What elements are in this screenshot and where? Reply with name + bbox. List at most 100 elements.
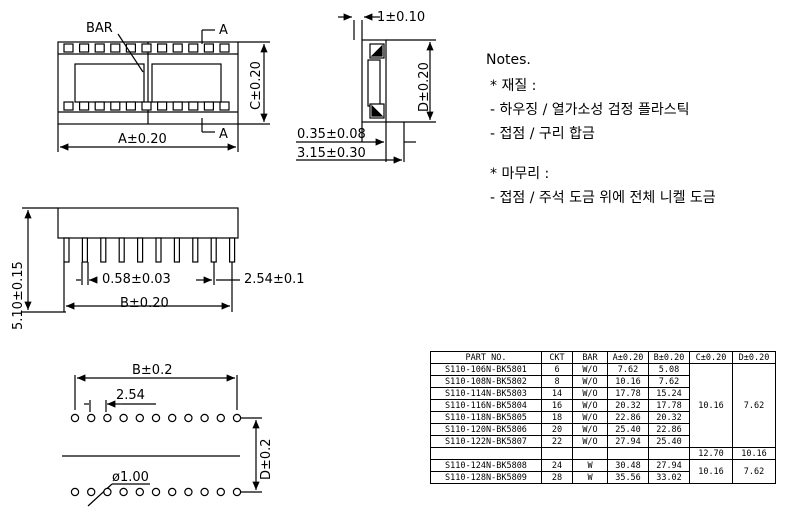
pcb-hole-top <box>232 413 242 423</box>
cell-ckt: 8 <box>541 375 573 388</box>
pcb-hole-bottom <box>86 487 96 497</box>
parts-table-header: PART NO. CKT BAR A±0.20 B±0.20 C±0.20 D±… <box>430 351 776 364</box>
cell-bar: W/O <box>572 423 608 436</box>
cell-b: 27.94 <box>648 459 690 472</box>
socket-pin <box>192 237 199 263</box>
cell-ckt: 22 <box>541 435 573 448</box>
socket-pin <box>118 237 125 263</box>
cell-bar: W/O <box>572 399 608 412</box>
offset-dimension: 0.35±0.08 <box>297 127 366 142</box>
cell-b: 25.40 <box>648 435 690 448</box>
cell-part: S110-128N-BK5809 <box>430 471 542 484</box>
socket-contact-bottom <box>219 101 230 111</box>
socket-contact-bottom <box>172 101 183 111</box>
pcb-hole-top <box>135 413 144 423</box>
col-b: B±0.20 <box>648 351 690 364</box>
cell-bar: W/O <box>572 387 608 400</box>
socket-pin <box>137 237 144 263</box>
cell-ckt: 20 <box>541 423 573 436</box>
socket-contact-bottom <box>188 101 199 111</box>
pitch-dimension-front: 2.54±0.1 <box>244 272 305 287</box>
cell-a: 17.78 <box>607 387 649 400</box>
table-row: S110-128N-BK5809 28 W 35.56 33.02 <box>430 471 776 484</box>
socket-contact-top <box>188 43 199 53</box>
section-a-top-label: A <box>219 23 228 38</box>
top-view <box>57 29 270 152</box>
cell-ckt: 14 <box>541 387 573 400</box>
notes-material-heading: * 재질 : <box>490 78 537 94</box>
pcb-hole-bottom <box>103 487 112 497</box>
cell-b: 7.62 <box>648 375 690 388</box>
cell-a: 27.94 <box>607 435 649 448</box>
socket-pin <box>173 237 180 263</box>
socket-pin <box>63 237 70 263</box>
section-body <box>361 39 387 123</box>
col-part-no: PART NO. <box>430 351 542 364</box>
col-c: C±0.20 <box>689 351 733 364</box>
socket-contact-top <box>78 43 90 53</box>
col-a: A±0.20 <box>607 351 649 364</box>
cell-d-group1: 7.62 <box>732 363 776 448</box>
cell-ckt: 28 <box>541 471 573 484</box>
cell-a: 20.32 <box>607 399 649 412</box>
socket-contact-top <box>110 43 121 53</box>
cell-ckt: 16 <box>541 399 573 412</box>
cell-a: 7.62 <box>607 363 649 376</box>
cell-ckt: 24 <box>541 459 573 472</box>
cell-c-group2: 12.70 <box>689 447 733 460</box>
cell-a: 30.48 <box>607 459 649 472</box>
pitch-dimension-pcb: 2.54 <box>116 388 145 403</box>
b-width-dimension-pcb: B±0.2 <box>132 363 173 378</box>
socket-contact-bottom <box>203 101 214 111</box>
a-width-dimension: A±0.20 <box>118 132 167 147</box>
c-height-dimension: C±0.20 <box>249 61 264 110</box>
socket-pin <box>155 237 162 263</box>
pcb-hole-top <box>86 413 96 423</box>
cell-b: 17.78 <box>648 399 690 412</box>
table-row: S110-106N-BK5801 6 W/O 7.62 5.08 10.16 7… <box>430 363 776 448</box>
cell-bar: W/O <box>572 363 608 376</box>
socket-contact-top <box>203 43 214 53</box>
cell-bar: W <box>572 471 608 484</box>
col-d: D±0.20 <box>732 351 776 364</box>
socket-pin <box>229 237 236 263</box>
socket-pin <box>100 237 107 263</box>
b-width-dimension-front: B±0.20 <box>120 296 169 311</box>
table-row: S110-122N-BK5807 12.70 10.16 <box>431 447 776 460</box>
table-row: S110-120N-BK5806 20 W/O 25.40 22.86 <box>430 423 776 436</box>
socket-contact-bottom <box>63 101 74 111</box>
pcb-hole-bottom <box>232 487 242 497</box>
table-row: S110-116N-BK5804 16 W/O 20.32 17.78 <box>430 399 776 412</box>
cell-part: S110-106N-BK5801 <box>430 363 542 376</box>
table-row: S110-114N-BK5803 14 W/O 17.78 15.24 <box>430 387 776 400</box>
cell-d-group2: 10.16 <box>732 447 776 460</box>
cell-a: 22.86 <box>607 411 649 424</box>
cell-bar: W/O <box>572 435 608 448</box>
cell-b: 5.08 <box>648 363 690 376</box>
socket-pin <box>210 237 217 263</box>
cell-a: 25.40 <box>607 423 649 436</box>
table-row: S110-122N-BK5807 22 W/O 27.94 25.40 <box>430 435 776 448</box>
pcb-hole-bottom <box>184 487 193 497</box>
cell-part: S110-118N-BK5805 <box>430 411 542 424</box>
pcb-hole-bottom <box>119 487 128 497</box>
pcb-hole-top <box>103 413 112 423</box>
notes-title: Notes. <box>486 52 531 68</box>
height-dimension-front: 5.10±0.15 <box>11 261 26 330</box>
cell-b: 33.02 <box>648 471 690 484</box>
parts-table: PART NO. CKT BAR A±0.20 B±0.20 C±0.20 D±… <box>430 351 776 484</box>
socket-contact-top <box>157 43 168 53</box>
notes-finish-contact: - 접점 / 주석 도금 위에 전체 니켈 도금 <box>490 190 716 206</box>
pcb-hole-bottom <box>70 487 80 497</box>
socket-contact-bottom <box>78 101 90 111</box>
notes-material-contact: - 접점 / 구리 합금 <box>490 126 595 142</box>
cell-b: 22.86 <box>648 423 690 436</box>
d-height-dimension: D±0.20 <box>417 62 432 112</box>
cell-d-group3: 7.62 <box>732 459 776 484</box>
pcb-hole-top <box>119 413 128 423</box>
d-row-dimension: D±0.2 <box>259 438 274 480</box>
socket-contact-bottom <box>110 101 121 111</box>
overall-depth-dimension: 3.15±0.30 <box>297 146 366 161</box>
col-bar: BAR <box>572 351 608 364</box>
